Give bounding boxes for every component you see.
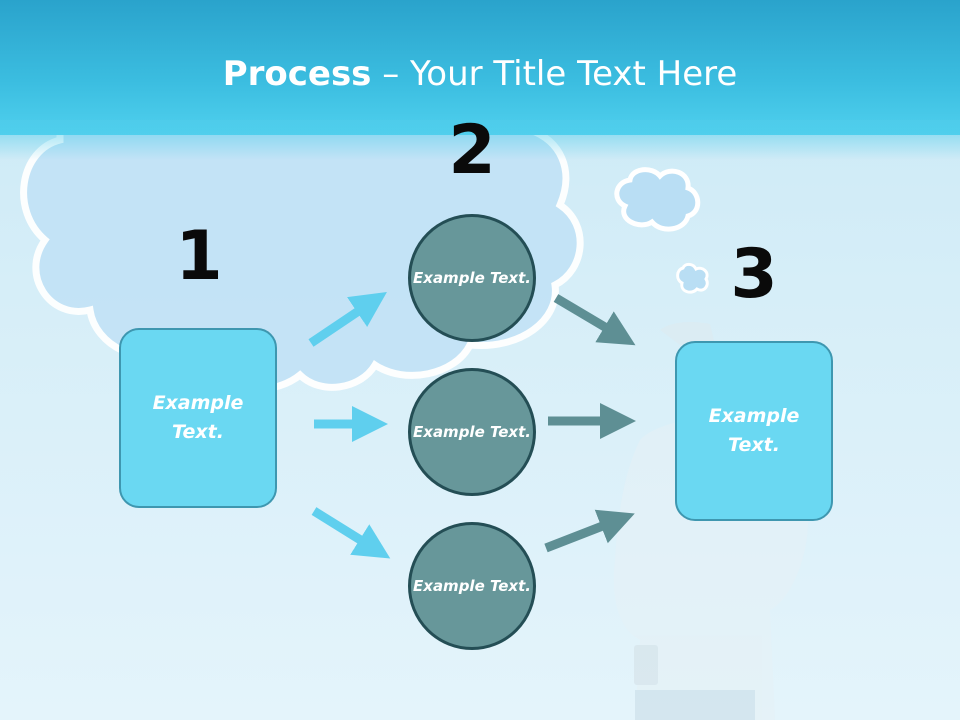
tiny-cloud-icon bbox=[676, 262, 709, 294]
title-bold: Process bbox=[222, 54, 372, 94]
step-number-2: 2 bbox=[448, 111, 496, 190]
small-cloud-icon bbox=[614, 167, 701, 232]
arrow-1-to-bottom bbox=[311, 507, 391, 559]
step-2-circle-top: Example Text. bbox=[408, 214, 536, 342]
header-fade bbox=[0, 120, 960, 160]
step-3-text: Example Text. bbox=[708, 405, 800, 456]
slide-title: Process – Your Title Text Here bbox=[0, 52, 960, 96]
step-number-3: 3 bbox=[730, 235, 778, 314]
step-2-circle-text: Example Text. bbox=[413, 576, 531, 595]
arrow-bottom-to-3 bbox=[544, 509, 635, 553]
step-2-circle-text: Example Text. bbox=[413, 422, 531, 441]
step-number-1: 1 bbox=[175, 217, 223, 296]
arrow-1-to-top bbox=[308, 291, 387, 347]
step-2-circle-bottom: Example Text. bbox=[408, 522, 536, 650]
arrow-top-to-3 bbox=[553, 294, 636, 346]
step-3-box: Example Text. bbox=[675, 341, 833, 521]
step-2-circle-text: Example Text. bbox=[413, 268, 531, 287]
step-1-box: Example Text. bbox=[119, 328, 277, 508]
header-band bbox=[0, 0, 960, 135]
title-rest: – Your Title Text Here bbox=[371, 54, 738, 94]
step-2-circle-middle: Example Text. bbox=[408, 368, 536, 496]
step-1-text: Example Text. bbox=[152, 392, 244, 443]
